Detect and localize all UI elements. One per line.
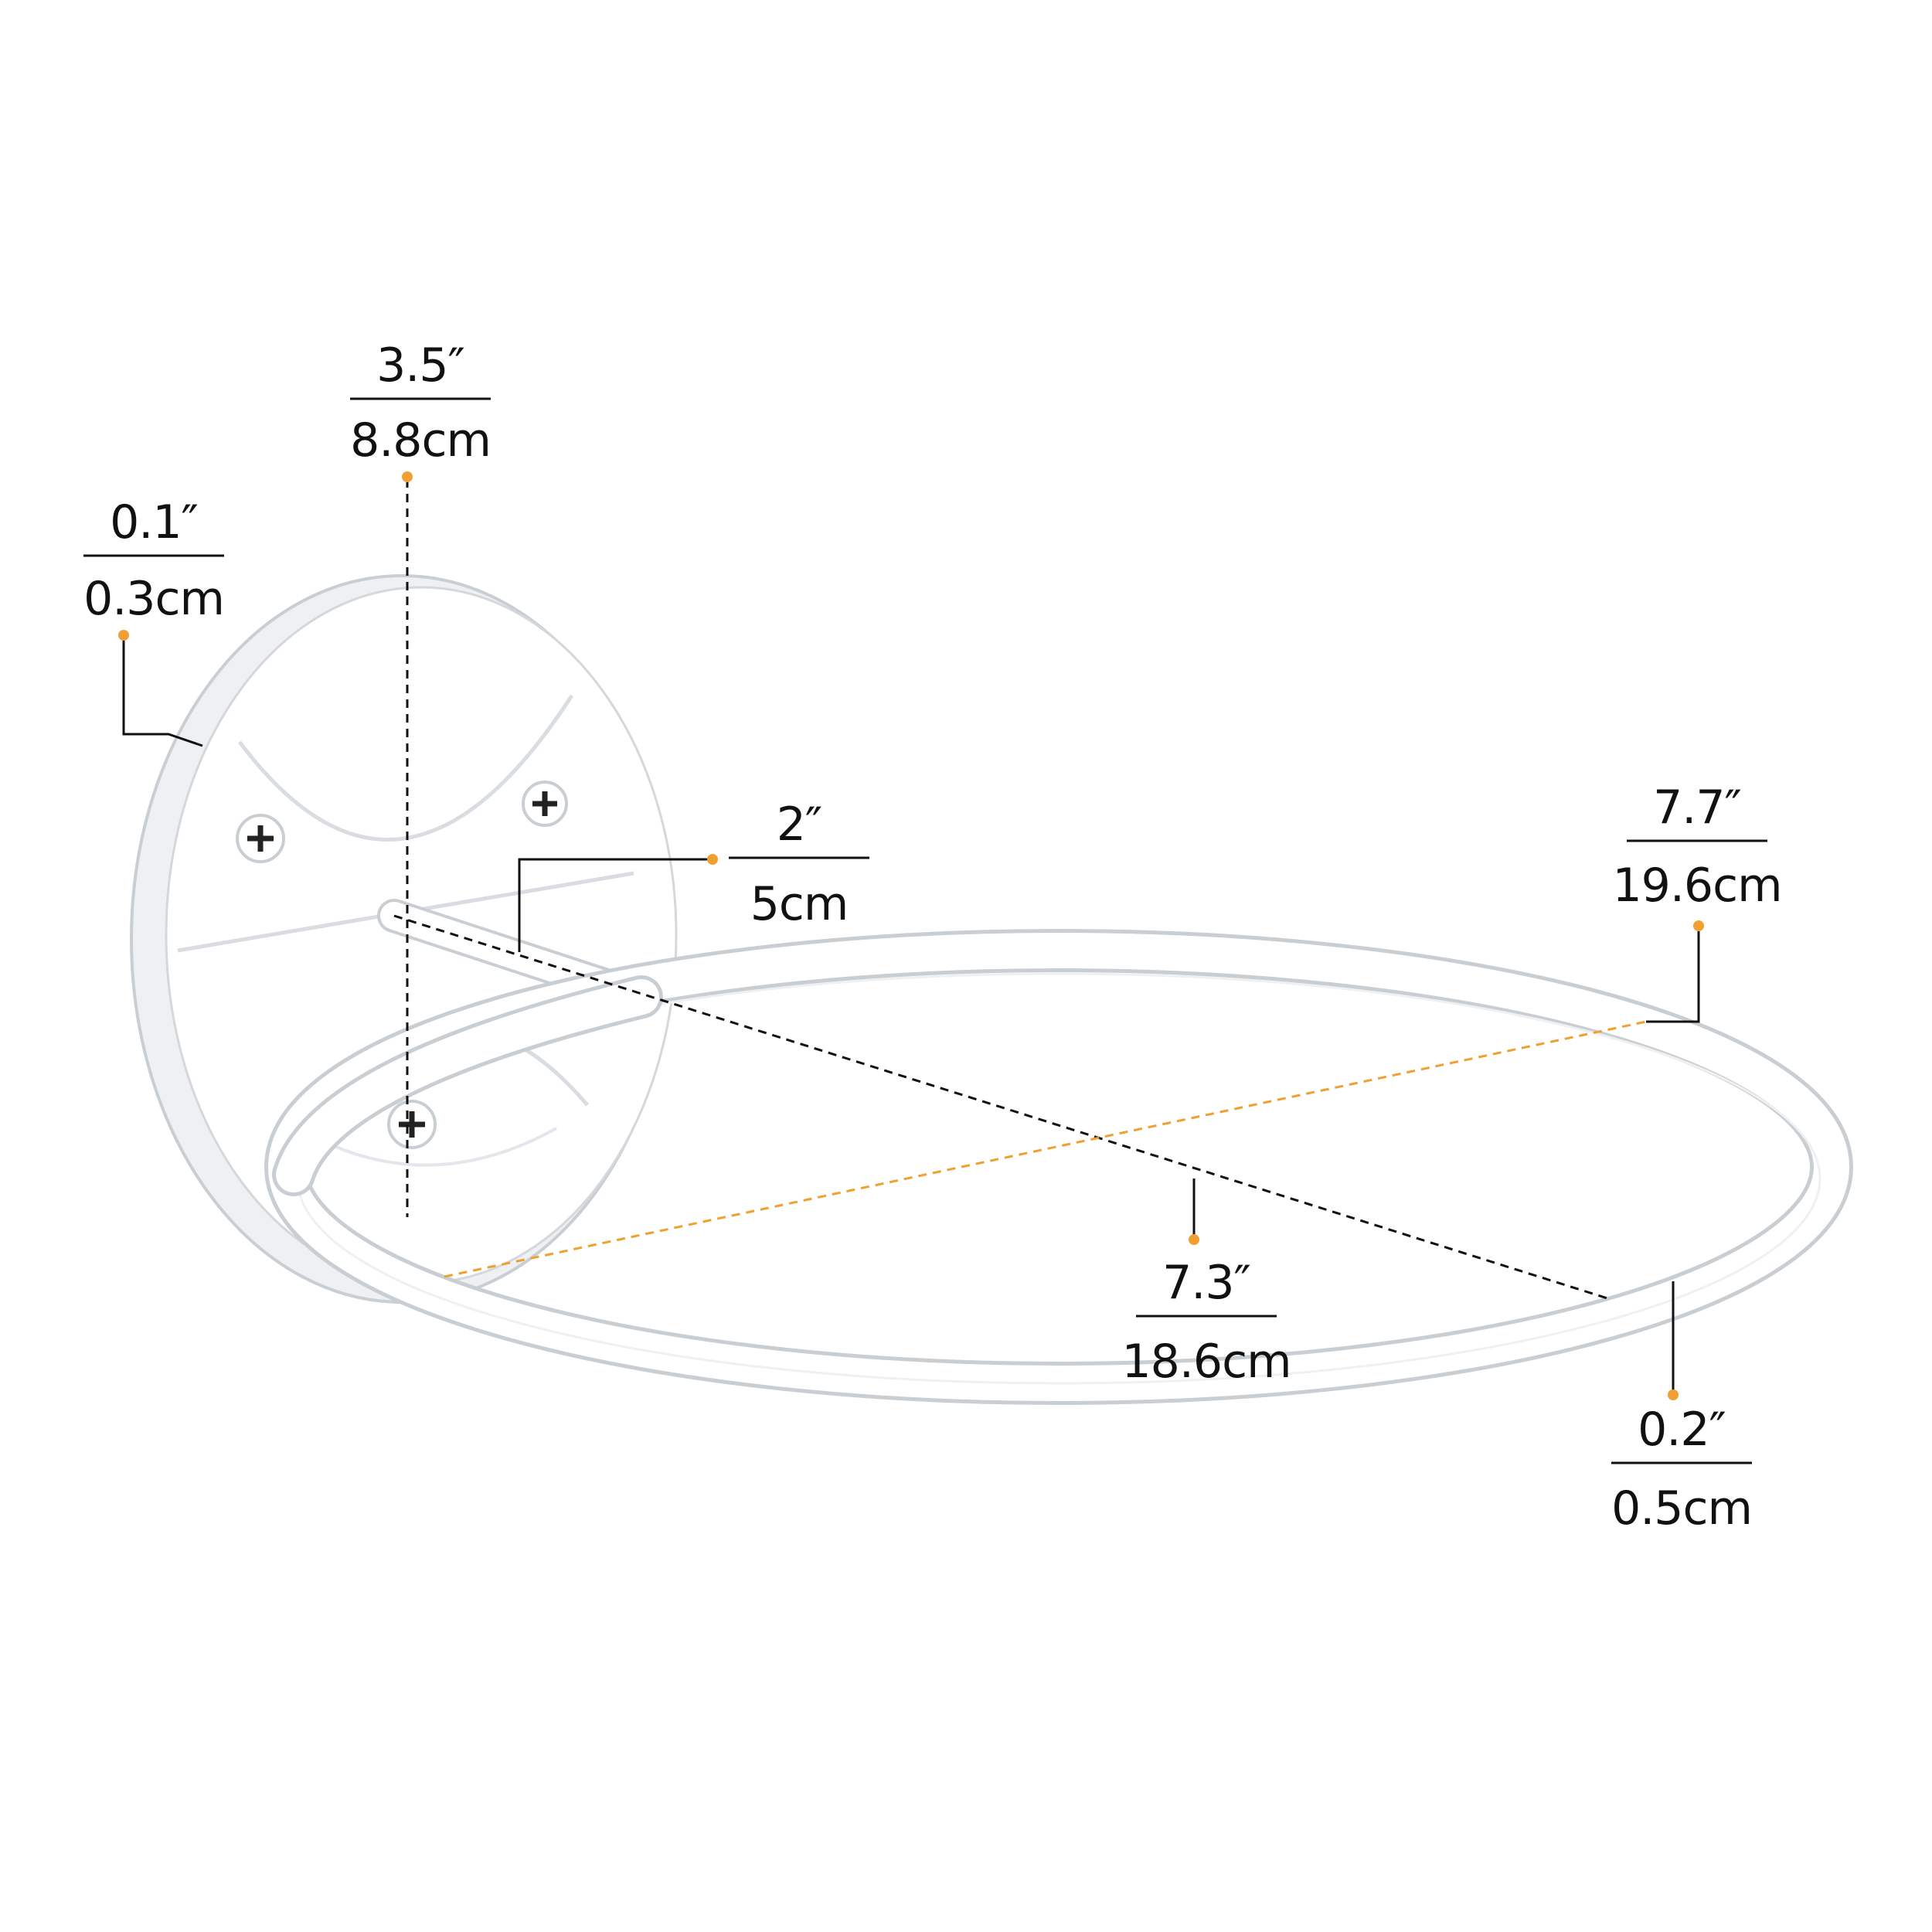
- ring-depth-dashed-line: [393, 914, 1608, 1300]
- callout-dot-icon: [1693, 920, 1704, 931]
- ring-diameter-inches: 7.7″: [1653, 781, 1742, 835]
- screw-head-icon: [236, 814, 285, 863]
- callout-dot-icon: [707, 854, 718, 865]
- arm-length-inches: 2″: [776, 798, 823, 852]
- ring-diameter-leader: [1646, 931, 1700, 1023]
- plate-thickness-inches: 0.1″: [110, 495, 199, 549]
- callout-dot-icon: [1189, 1234, 1199, 1245]
- plate-thickness-cm: 0.3cm: [83, 572, 225, 626]
- plate-height-inches: 3.5″: [376, 338, 465, 393]
- callout-dot-icon: [1668, 1389, 1679, 1400]
- screw-head-icon: [522, 781, 568, 827]
- ring-depth-cm: 18.6cm: [1121, 1335, 1291, 1389]
- callout-dot-icon: [118, 630, 129, 641]
- plate-thickness-leader: [122, 638, 203, 747]
- callout-dot-icon: [402, 471, 413, 482]
- wire-thickness-cm: 0.5cm: [1611, 1481, 1753, 1536]
- ring-diameter-cm: 19.6cm: [1612, 859, 1782, 913]
- wall-plate: [130, 574, 678, 1304]
- screw-head-icon: [387, 1100, 437, 1149]
- plate-height-cm: 8.8cm: [350, 413, 492, 468]
- ring-depth-inches: 7.3″: [1162, 1256, 1251, 1310]
- arm-length-cm: 5cm: [750, 877, 849, 931]
- arm-length-leader: [518, 858, 713, 952]
- wire-thickness-inches: 0.2″: [1638, 1403, 1726, 1457]
- bracket-ring: [264, 929, 1853, 1405]
